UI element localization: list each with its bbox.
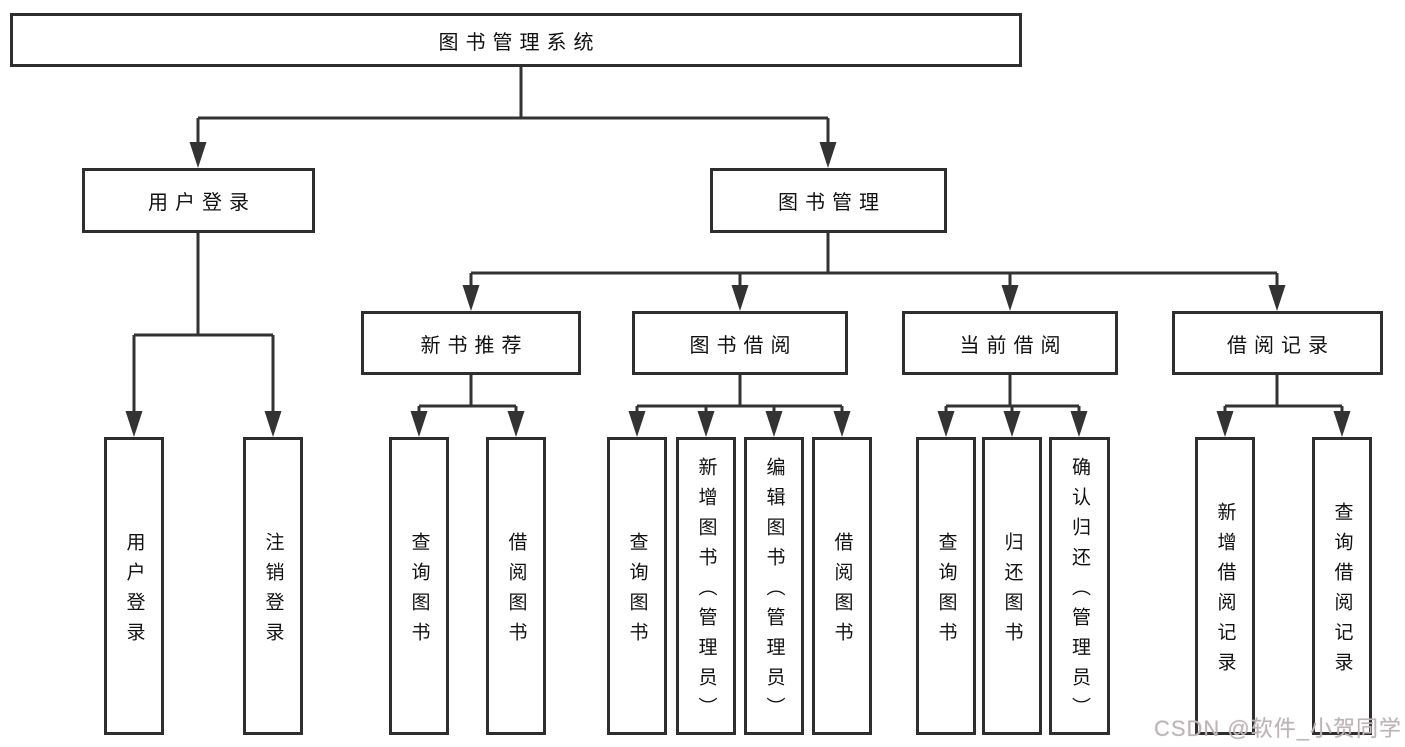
leaf-edit-book-admin: 编辑图书（管理员） <box>744 437 804 735</box>
leaf-label: 查询图书 <box>935 531 957 652</box>
leaf-query-book-borrow: 查询图书 <box>607 437 667 735</box>
leaf-return-book: 归还图书 <box>982 437 1042 735</box>
leaf-label: 确认归还（管理员） <box>1069 456 1090 727</box>
leaf-label: 归还图书 <box>1001 531 1023 652</box>
leaf-label: 新增图书（管理员） <box>695 456 717 727</box>
node-label: 图书借阅 <box>689 334 798 357</box>
leaf-label: 查询借阅记录 <box>1331 501 1353 682</box>
node-label: 新书推荐 <box>420 334 529 357</box>
leaf-label: 新增借阅记录 <box>1214 501 1236 682</box>
node-label: 借阅记录 <box>1227 334 1335 357</box>
watermark: CSDN @软件_小贺同学 <box>1153 716 1402 741</box>
node-book-borrow: 图书借阅 <box>632 311 848 375</box>
node-label: 当前借阅 <box>959 334 1068 357</box>
node-label: 图书管理 <box>778 192 886 214</box>
leaf-borrow-book-borrow: 借阅图书 <box>812 437 872 735</box>
node-book-management: 图书管理 <box>710 168 947 233</box>
leaf-query-book-newbook: 查询图书 <box>389 437 449 735</box>
leaf-add-book-admin: 新增图书（管理员） <box>676 437 736 735</box>
leaf-query-book-current: 查询图书 <box>916 437 976 735</box>
leaf-query-borrow-record: 查询借阅记录 <box>1312 437 1372 735</box>
leaf-add-borrow-record: 新增借阅记录 <box>1195 437 1255 735</box>
node-user-login-branch: 用户登录 <box>82 168 315 233</box>
leaf-label: 借阅图书 <box>505 531 527 652</box>
node-current-borrow: 当前借阅 <box>902 311 1118 375</box>
node-root-system: 图书管理系统 <box>10 13 1022 67</box>
leaf-label: 用户登录 <box>123 531 145 652</box>
leaf-label: 注销登录 <box>262 531 284 652</box>
leaf-user-login: 用户登录 <box>104 437 164 735</box>
leaf-label: 编辑图书（管理员） <box>763 456 785 727</box>
node-new-book-recommend: 新书推荐 <box>361 311 581 375</box>
leaf-label: 查询图书 <box>626 531 648 652</box>
node-borrow-records: 借阅记录 <box>1172 311 1383 375</box>
leaf-confirm-return-admin: 确认归还（管理员） <box>1049 437 1110 735</box>
leaf-label: 查询图书 <box>408 531 430 652</box>
leaf-logout: 注销登录 <box>243 437 303 735</box>
leaf-label: 借阅图书 <box>831 531 853 652</box>
node-root-label: 图书管理系统 <box>438 31 601 54</box>
node-label: 用户登录 <box>148 192 256 214</box>
leaf-borrow-book-newbook: 借阅图书 <box>486 437 546 735</box>
